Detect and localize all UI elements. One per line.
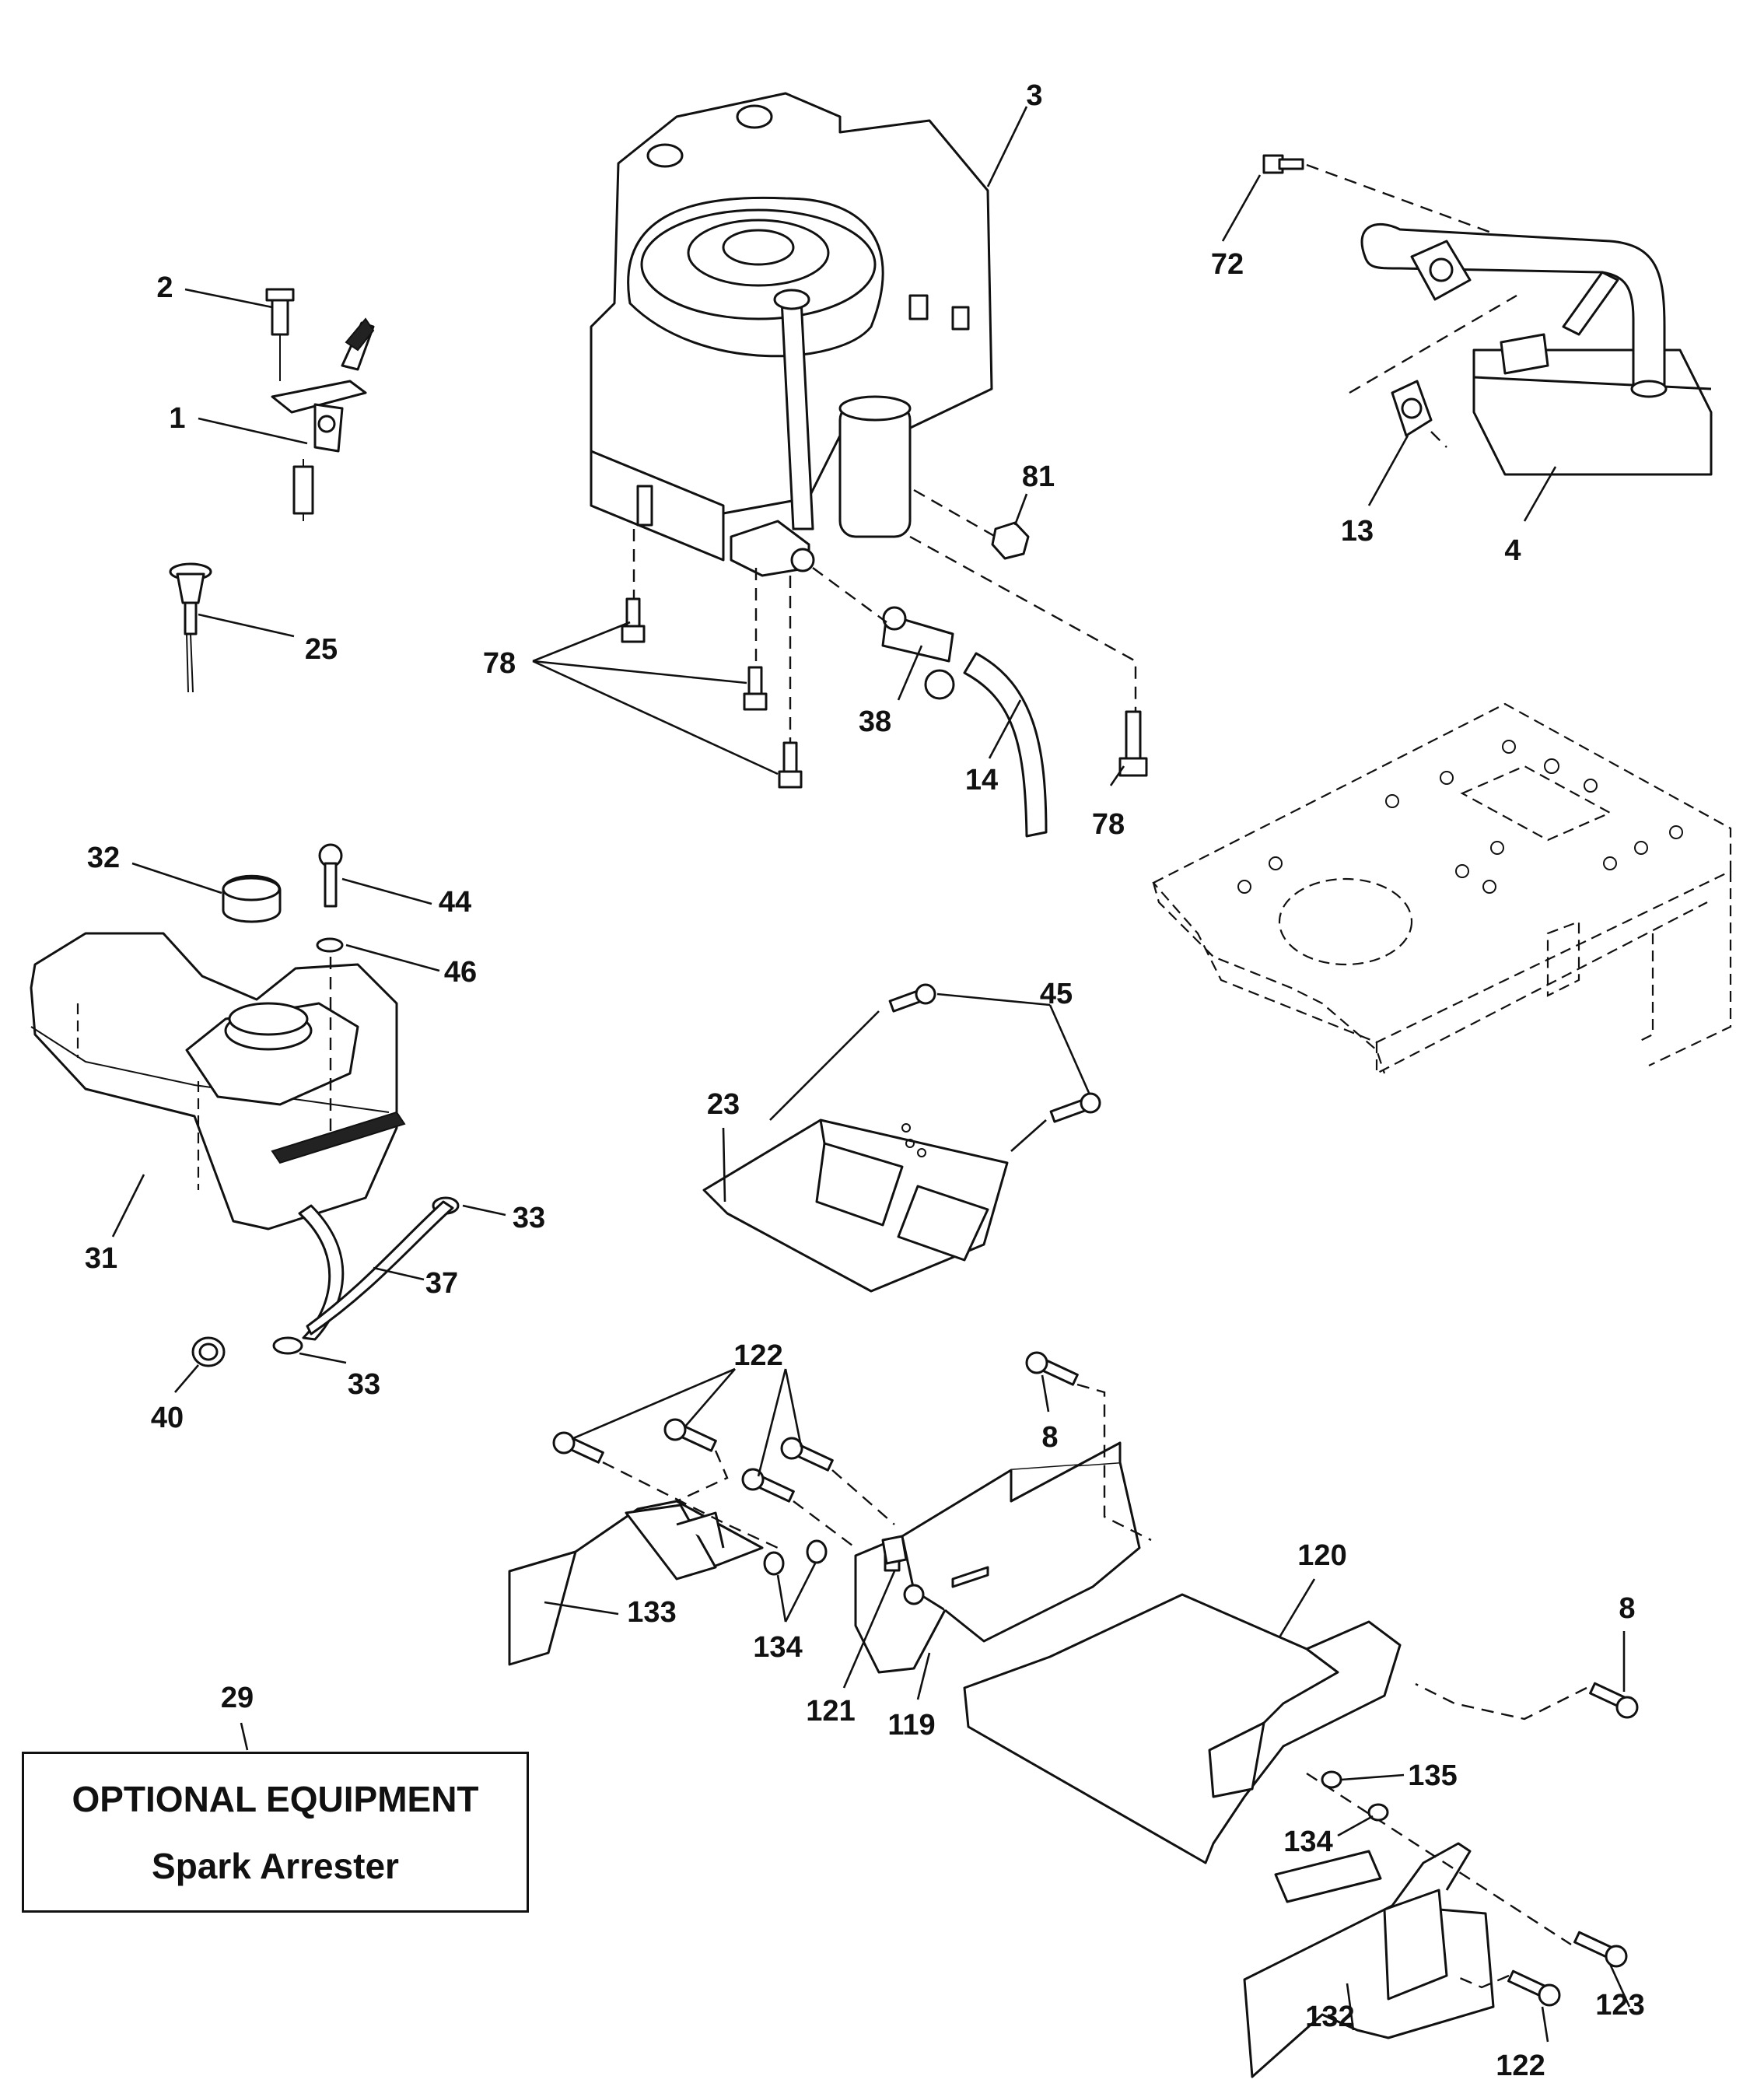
optional-equipment-title: OPTIONAL EQUIPMENT [72,1778,479,1819]
callout-2: 2 [156,271,173,304]
callout-4: 4 [1504,534,1521,567]
nut-icon [991,521,1030,560]
callout-78a: 78 [483,647,516,680]
screw-icon [316,843,344,953]
callout-120: 120 [1297,1539,1346,1572]
fuel-cap-icon [222,874,282,923]
fuel-line-icon [191,1196,460,1367]
callout-78b: 78 [1092,808,1125,841]
callout-122b: 122 [1496,2050,1545,2082]
callout-132: 132 [1305,2001,1354,2033]
callout-23: 23 [707,1088,740,1121]
callout-45: 45 [1040,978,1073,1010]
callout-44: 44 [439,886,471,919]
gasket-icon [1391,380,1433,437]
bolt-icon [621,597,1148,789]
callout-33a: 33 [513,1202,545,1234]
muffler-icon [1360,222,1713,476]
optional-equipment-box: OPTIONAL EQUIPMENT Spark Arrester [22,1752,529,1913]
callout-25: 25 [305,633,338,666]
heat-shield-icon [702,1119,1009,1293]
spark-arrester-label: Spark Arrester [152,1845,399,1886]
callout-72: 72 [1211,248,1244,281]
fuel-valve-icon [881,606,955,700]
callout-1: 1 [169,402,185,435]
callout-40: 40 [151,1402,184,1434]
engine-mount-bracket-icon [508,1441,1495,2078]
throttle-control-icon [265,288,375,521]
frame-outline-icon [1152,702,1732,1075]
callout-29: 29 [221,1682,254,1714]
engine-icon [590,92,993,577]
callout-134b: 134 [1283,1826,1332,1858]
callout-32: 32 [87,842,120,874]
callout-14: 14 [965,764,998,796]
callout-46: 46 [444,956,477,989]
callout-8b: 8 [1619,1592,1635,1625]
clip-icon [881,1535,925,1605]
callout-3: 3 [1026,79,1042,112]
callout-37: 37 [425,1267,458,1300]
bolt-icon [888,983,1101,1123]
dipstick-icon [169,562,212,693]
callout-123: 123 [1595,1989,1644,2022]
callout-135: 135 [1408,1759,1457,1792]
callout-133: 133 [627,1596,676,1629]
callout-8a: 8 [1041,1421,1058,1454]
callout-13: 13 [1341,515,1374,548]
bolt-icon [1262,154,1304,174]
bolt-icon [552,1351,1639,2007]
washer-icon [763,1539,1389,1822]
callout-31: 31 [85,1242,117,1275]
callout-122a: 122 [733,1339,782,1372]
fuel-tank-icon [30,932,406,1231]
callout-121: 121 [806,1695,855,1728]
callout-81: 81 [1022,460,1055,493]
callout-119: 119 [887,1709,935,1742]
callout-134a: 134 [753,1631,802,1664]
callout-33b: 33 [348,1368,380,1401]
callout-38: 38 [859,705,891,738]
